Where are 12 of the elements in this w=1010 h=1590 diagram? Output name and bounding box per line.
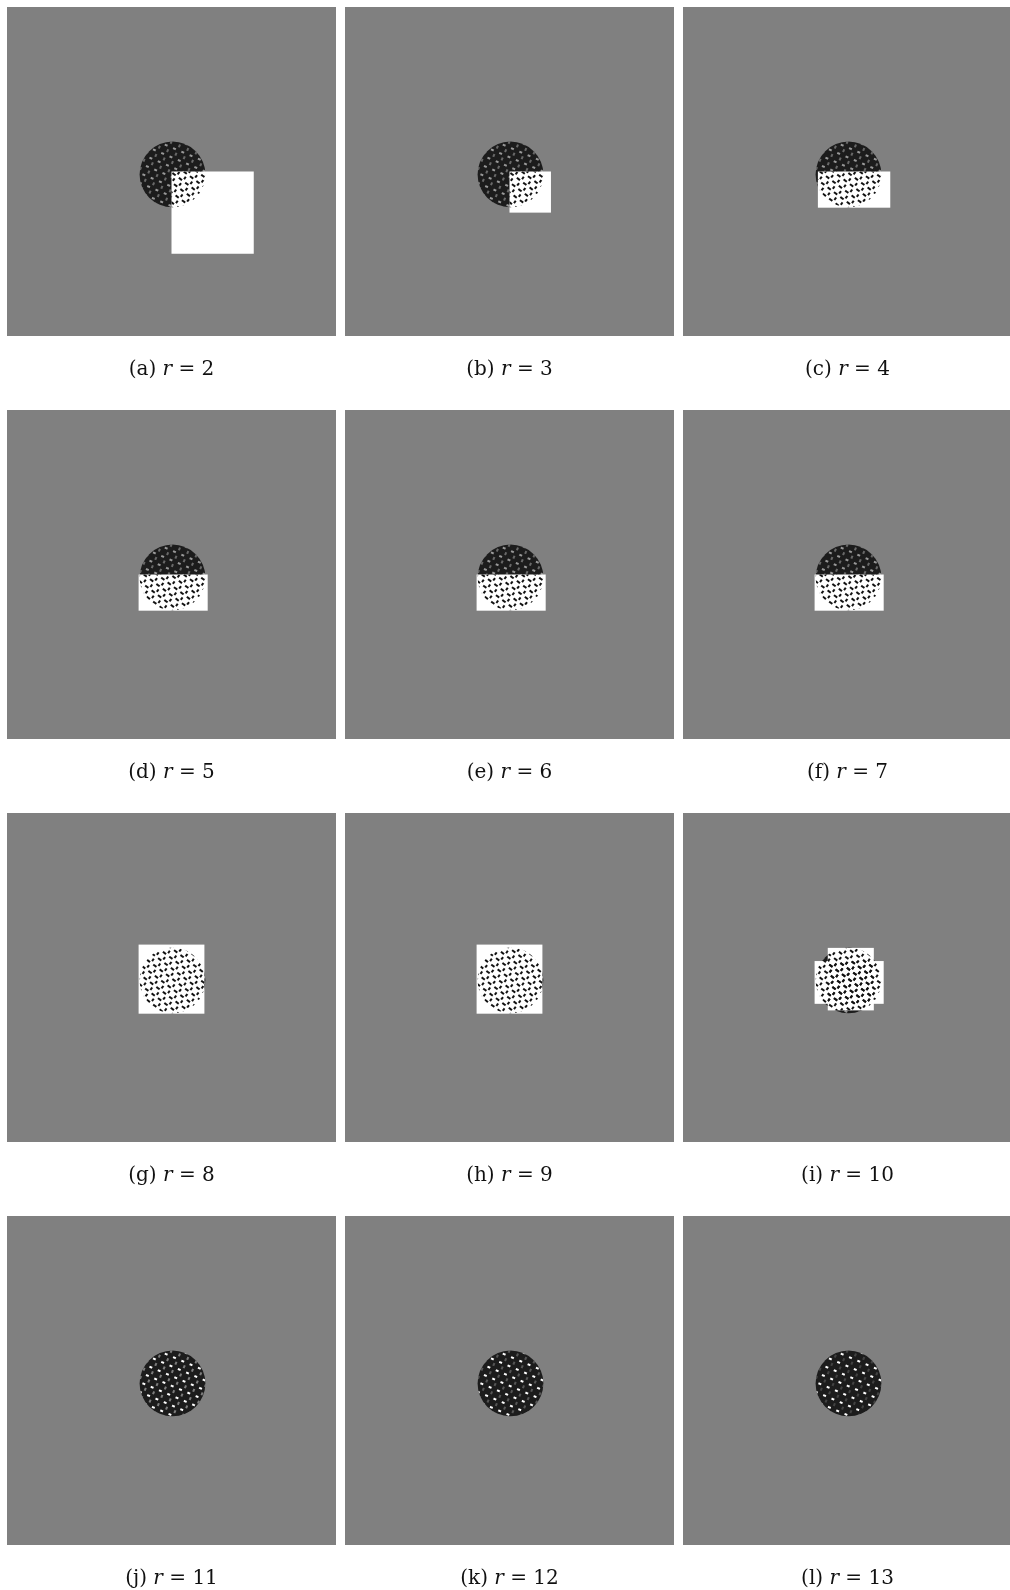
figure-caption: (k) r = 12 xyxy=(460,1565,559,1589)
figure-caption: (a) r = 2 xyxy=(128,356,215,380)
figure-caption: (j) r = 11 xyxy=(125,1565,218,1589)
figure-caption: (d) r = 5 xyxy=(128,759,215,783)
figure-caption: (i) r = 10 xyxy=(801,1162,894,1186)
figure-caption: (b) r = 3 xyxy=(466,356,553,380)
figure-caption: (c) r = 4 xyxy=(805,356,890,380)
figure-caption: (l) r = 13 xyxy=(801,1565,894,1589)
figure-caption: (f) r = 7 xyxy=(806,759,889,783)
figure-caption: (h) r = 9 xyxy=(466,1162,553,1186)
figure-caption: (e) r = 6 xyxy=(466,759,553,783)
figure-caption: (g) r = 8 xyxy=(128,1162,215,1186)
